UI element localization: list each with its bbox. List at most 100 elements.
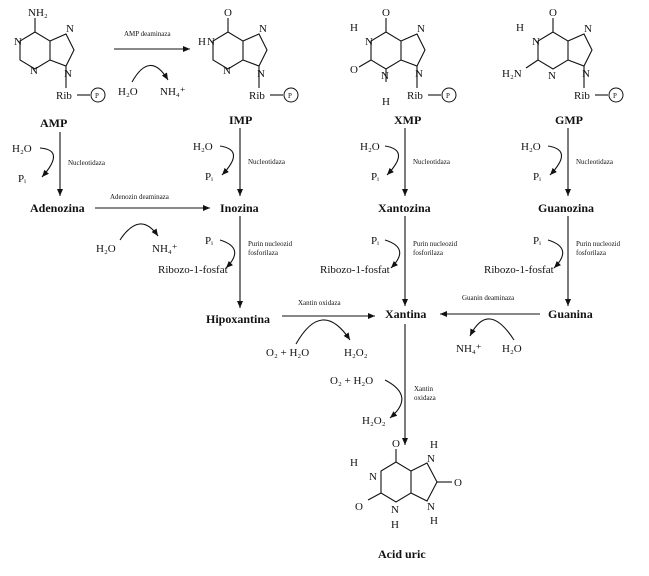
- gmp-n9-label: N: [582, 68, 590, 80]
- amp-rib-label: Rib: [56, 90, 72, 102]
- inozina-phosphorylase-curl: [219, 239, 236, 269]
- amp-nucleotidase-curl: [39, 147, 55, 178]
- acid-uric-label: Acid uric: [378, 547, 426, 561]
- xmp-n7-label: N: [417, 23, 425, 35]
- imp-nucleotidase-label: Nucleotidaza: [248, 158, 286, 166]
- guanine-deaminase-curl: [469, 318, 515, 341]
- uric-h9-label: H: [430, 515, 438, 527]
- xanthine-oxidase-h2o2: H₂O₂: [362, 415, 386, 427]
- imp-nucleotidase-curl: [219, 145, 235, 176]
- xmp-h3-label: H: [382, 96, 390, 108]
- amp-label: AMP: [40, 116, 67, 130]
- guanozina-phosphorylase-pi: Pᵢ: [533, 235, 541, 247]
- xmp-n9-label: N: [415, 68, 423, 80]
- imp-rib-label: Rib: [249, 90, 265, 102]
- uric-h3-label: H: [391, 519, 399, 531]
- inozina-phosphorylase-label-1: Purin nucleozid: [248, 240, 293, 248]
- uric-n1-label: N: [369, 471, 377, 483]
- guanozina-phosphorylase-step: Pᵢ Ribozo-1-fosfat Purin nucleozid fosfo…: [484, 216, 621, 306]
- guanine-deaminase-step: Guanin deaminaza NH₄⁺ H₂O: [440, 294, 540, 355]
- inozina-label: Inozina: [220, 201, 259, 215]
- imp-n3-label: N: [223, 65, 231, 77]
- hypoxanthine-oxidase-label: Xantin oxidaza: [298, 299, 341, 307]
- guanine-deaminase-label: Guanin deaminaza: [462, 294, 515, 302]
- amp-deaminase-step: AMP deaminaza H₂O NH₄⁺: [114, 30, 190, 98]
- amp-nucleotidase-label: Nucleotidaza: [68, 159, 106, 167]
- gmp-rib-label: Rib: [574, 90, 590, 102]
- gmp-structure: O H N H₂N N N N Rib P: [502, 7, 624, 103]
- xantozina-phosphorylase-label-1: Purin nucleozid: [413, 240, 458, 248]
- inozina-phosphorylase-ribozo: Ribozo-1-fosfat: [158, 264, 228, 276]
- guanina-label: Guanina: [548, 307, 593, 321]
- amp-nucleotidase-h2o: H₂O: [12, 143, 32, 155]
- adenosine-deaminase-h2o: H₂O: [96, 243, 116, 255]
- xanthine-oxidase-curl: [384, 379, 403, 419]
- adenosine-deaminase-curl: [119, 223, 159, 241]
- gmp-nucleotidase-label: Nucleotidaza: [576, 158, 614, 166]
- uric-o8-label: O: [454, 477, 462, 489]
- gmp-nucleotidase-step: H₂O Pᵢ Nucleotidaza: [521, 128, 614, 196]
- xantozina-phosphorylase-curl: [384, 239, 401, 269]
- inozina-phosphorylase-label-2: fosforilaza: [248, 249, 279, 257]
- hipoxantina-label: Hipoxantina: [206, 312, 270, 326]
- guanozina-label: Guanozina: [538, 201, 594, 215]
- gmp-label: GMP: [555, 113, 583, 127]
- amp-phosphate-label: P: [95, 92, 99, 100]
- gmp-h2n-label: H₂N: [502, 68, 522, 80]
- uric-n3-label: N: [391, 504, 399, 516]
- xmp-h1-label: H: [350, 22, 358, 34]
- xantozina-phosphorylase-pi: Pᵢ: [371, 235, 379, 247]
- xmp-o2-label: O: [350, 64, 358, 76]
- xmp-nucleotidase-step: H₂O Pᵢ Nucleotidaza: [360, 128, 451, 196]
- uric-n7-label: N: [427, 453, 435, 465]
- xmp-structure: O H N O N H N N Rib P: [350, 7, 457, 108]
- imp-nucleotidase-h2o: H₂O: [193, 141, 213, 153]
- xmp-nucleotidase-curl: [384, 145, 400, 176]
- xantina-label: Xantina: [385, 307, 426, 321]
- xmp-phosphate-label: P: [446, 92, 450, 100]
- inozina-phosphorylase-step: Pᵢ Ribozo-1-fosfat Purin nucleozid fosfo…: [158, 216, 293, 308]
- guanozina-phosphorylase-ribozo: Ribozo-1-fosfat: [484, 264, 554, 276]
- guanine-deaminase-h2o: H₂O: [502, 343, 522, 355]
- imp-phosphate-icon: [283, 87, 299, 103]
- xantozina-phosphorylase-label-2: fosforilaza: [413, 249, 444, 257]
- xantozina-label: Xantozina: [378, 201, 431, 215]
- xmp-o6-label: O: [382, 7, 390, 19]
- xanthine-oxidase-step: O₂ + H₂O H₂O₂ Xantin oxidaza: [330, 324, 437, 445]
- xantozina-phosphorylase-step: Pᵢ Ribozo-1-fosfat Purin nucleozid fosfo…: [320, 216, 458, 306]
- amp-deaminase-label: AMP deaminaza: [124, 30, 171, 38]
- amp-nh2-label: NH₂: [28, 7, 48, 19]
- xmp-label: XMP: [394, 113, 421, 127]
- gmp-nucleotidase-h2o: H₂O: [521, 141, 541, 153]
- amp-n9-label: N: [64, 68, 72, 80]
- imp-structure: O H N N N N Rib P: [198, 7, 299, 103]
- guanine-deaminase-nh4: NH₄⁺: [456, 343, 482, 355]
- amp-deaminase-h2o: H₂O: [118, 86, 138, 98]
- xmp-nucleotidase-pi: Pᵢ: [371, 171, 379, 183]
- amp-n1-label: N: [14, 36, 22, 48]
- imp-nucleotidase-step: H₂O Pᵢ Nucleotidaza: [193, 128, 286, 196]
- adenozina-label: Adenozina: [30, 201, 85, 215]
- adenosine-deaminase-nh4: NH₄⁺: [152, 243, 178, 255]
- xantozina-phosphorylase-ribozo: Ribozo-1-fosfat: [320, 264, 390, 276]
- imp-n1-label: N: [207, 36, 215, 48]
- xanthine-oxidase-label-1: Xantin: [414, 385, 434, 393]
- uric-h7-label: H: [430, 439, 438, 451]
- amp-deaminase-curl: [131, 64, 169, 83]
- hypoxanthine-oxidase-o2-h2o: O₂ + H₂O: [266, 347, 309, 359]
- imp-nucleotidase-pi: Pᵢ: [205, 171, 213, 183]
- uric-n9-label: N: [427, 501, 435, 513]
- gmp-n1-label: N: [532, 36, 540, 48]
- amp-n3-label: N: [30, 65, 38, 77]
- adenosine-deaminase-label: Adenozin deaminaza: [110, 193, 170, 201]
- gmp-h1-label: H: [516, 22, 524, 34]
- xmp-n3-label: N: [381, 70, 389, 82]
- amp-n7-label: N: [66, 23, 74, 35]
- gmp-nucleotidase-pi: Pᵢ: [533, 171, 541, 183]
- guanozina-phosphorylase-label-1: Purin nucleozid: [576, 240, 621, 248]
- uric-o6-label: O: [392, 438, 400, 450]
- uric-acid-structure: O H N O N H N H O N H: [350, 438, 462, 531]
- gmp-n7-label: N: [584, 23, 592, 35]
